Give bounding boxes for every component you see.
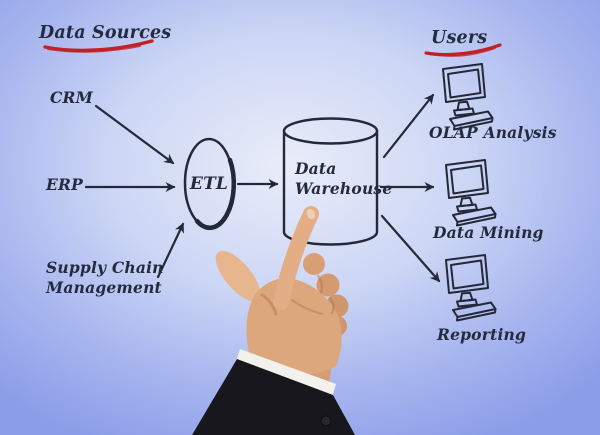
node-label-supply-chain: Supply Chain Management <box>46 258 164 297</box>
node-label-olap-analysis: OLAP Analysis <box>429 123 557 142</box>
node-label-crm: CRM <box>50 88 93 107</box>
suit-button <box>320 415 332 427</box>
fingernail <box>306 208 316 220</box>
etl-ellipse-accent <box>194 157 237 230</box>
arrow-warehouse-to-reporting <box>380 214 441 283</box>
etl-ellipse <box>183 137 237 230</box>
node-label-data-mining: Data Mining <box>433 223 544 242</box>
node-label-data-warehouse: Data Warehouse <box>295 159 392 198</box>
users-title: Users <box>431 28 488 48</box>
warehouse-line2: Warehouse <box>295 178 393 198</box>
node-label-erp: ERP <box>46 175 83 194</box>
hand-shading <box>260 274 335 316</box>
red-underlines <box>43 39 502 57</box>
arrow-scm-to-etl <box>156 222 185 279</box>
connector-arrows <box>84 93 441 283</box>
warehouse-line1: Data <box>295 159 337 178</box>
supply-chain-line2: Management <box>46 277 162 297</box>
knuckle <box>316 273 340 297</box>
palm <box>246 278 342 375</box>
workstation-icon-reporting <box>445 254 497 322</box>
underline-data-sources-2 <box>47 45 141 53</box>
pointing-hand-icon <box>192 206 355 435</box>
arrow-warehouse-to-olap <box>382 93 435 159</box>
supply-chain-line1: Supply Chain <box>46 258 164 277</box>
thumb <box>215 250 261 302</box>
knuckle <box>303 253 325 275</box>
data-sources-title: Data Sources <box>39 23 172 43</box>
warehouse-cylinder <box>282 117 379 246</box>
arrow-crm-to-etl <box>94 104 175 165</box>
workstation-icon-mining <box>445 159 497 227</box>
node-label-reporting: Reporting <box>437 325 527 344</box>
underline-users-2 <box>429 47 496 57</box>
index-finger <box>273 206 319 310</box>
suit-sleeve <box>192 359 355 435</box>
node-label-etl: ETL <box>189 174 229 194</box>
workstation-icon-olap <box>442 63 494 131</box>
underline-data-sources <box>43 39 154 53</box>
